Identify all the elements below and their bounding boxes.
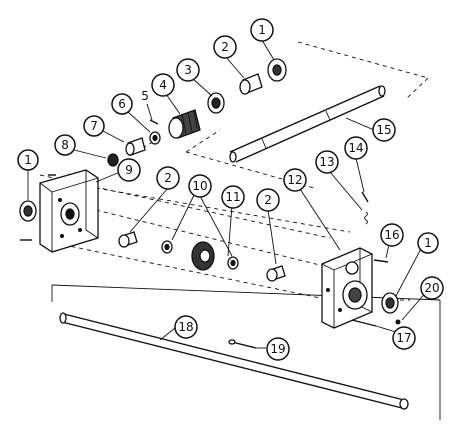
- callout-2-mid: 2: [156, 166, 180, 190]
- callout-14: 14: [344, 136, 368, 160]
- callout-11: 11: [221, 185, 245, 209]
- svg-text:20: 20: [424, 281, 439, 295]
- callout-2-top: 2: [213, 35, 237, 59]
- svg-text:10: 10: [192, 179, 207, 193]
- upper-shaft-plane: [185, 41, 429, 189]
- svg-text:2: 2: [264, 193, 272, 207]
- svg-text:4: 4: [159, 78, 167, 92]
- callout-5: 5: [141, 89, 149, 103]
- callout-4: 4: [151, 73, 175, 97]
- callout-15: 15: [372, 118, 396, 142]
- callout-16: 16: [380, 223, 404, 247]
- svg-text:18: 18: [178, 320, 193, 334]
- svg-text:19: 19: [270, 342, 285, 356]
- leader-lines: [27, 39, 429, 349]
- callout-12: 12: [283, 168, 307, 192]
- callout-13: 13: [315, 150, 339, 174]
- svg-text:14: 14: [348, 141, 363, 155]
- svg-text:12: 12: [287, 173, 302, 187]
- svg-text:17: 17: [396, 331, 411, 345]
- upper-gear-train: [107, 58, 287, 167]
- callout-10: 10: [188, 174, 212, 198]
- svg-text:9: 9: [125, 163, 133, 177]
- callout-7: 7: [83, 115, 105, 137]
- svg-text:2: 2: [221, 40, 229, 54]
- svg-text:8: 8: [61, 138, 69, 152]
- callout-2-right: 2: [256, 188, 280, 212]
- callout-1-right: 1: [417, 232, 439, 254]
- svg-text:1: 1: [258, 23, 266, 37]
- svg-text:1: 1: [424, 236, 432, 250]
- svg-text:1: 1: [24, 153, 32, 167]
- callout-6: 6: [111, 93, 133, 115]
- svg-text:2: 2: [164, 171, 172, 185]
- lower-shaft-plane: [51, 284, 441, 420]
- right-side-plate: [321, 191, 401, 329]
- callout-8: 8: [54, 134, 76, 156]
- callout-1-top: 1: [250, 18, 274, 42]
- callout-19: 19: [266, 337, 290, 361]
- svg-text:3: 3: [184, 63, 192, 77]
- callout-3: 3: [176, 58, 200, 82]
- callout-1-left: 1: [17, 149, 39, 171]
- svg-text:11: 11: [225, 190, 240, 204]
- middle-gear-train: [118, 231, 286, 282]
- svg-text:15: 15: [376, 123, 391, 137]
- callout-9: 9: [117, 158, 141, 182]
- svg-text:5: 5: [141, 89, 149, 103]
- svg-text:13: 13: [319, 155, 334, 169]
- callout-labels: 1 2 3 4 5 6 7 8 9 1 2 10 11 2 12 13 14 1…: [17, 18, 444, 361]
- svg-text:7: 7: [90, 119, 98, 133]
- callout-17: 17: [392, 326, 416, 350]
- lower-shaft: [59, 312, 409, 410]
- callout-18: 18: [174, 315, 198, 339]
- callout-20: 20: [420, 276, 444, 300]
- left-side-plate: [19, 169, 99, 253]
- upper-shaft: [229, 85, 386, 163]
- svg-text:16: 16: [384, 228, 399, 242]
- svg-text:6: 6: [118, 97, 126, 111]
